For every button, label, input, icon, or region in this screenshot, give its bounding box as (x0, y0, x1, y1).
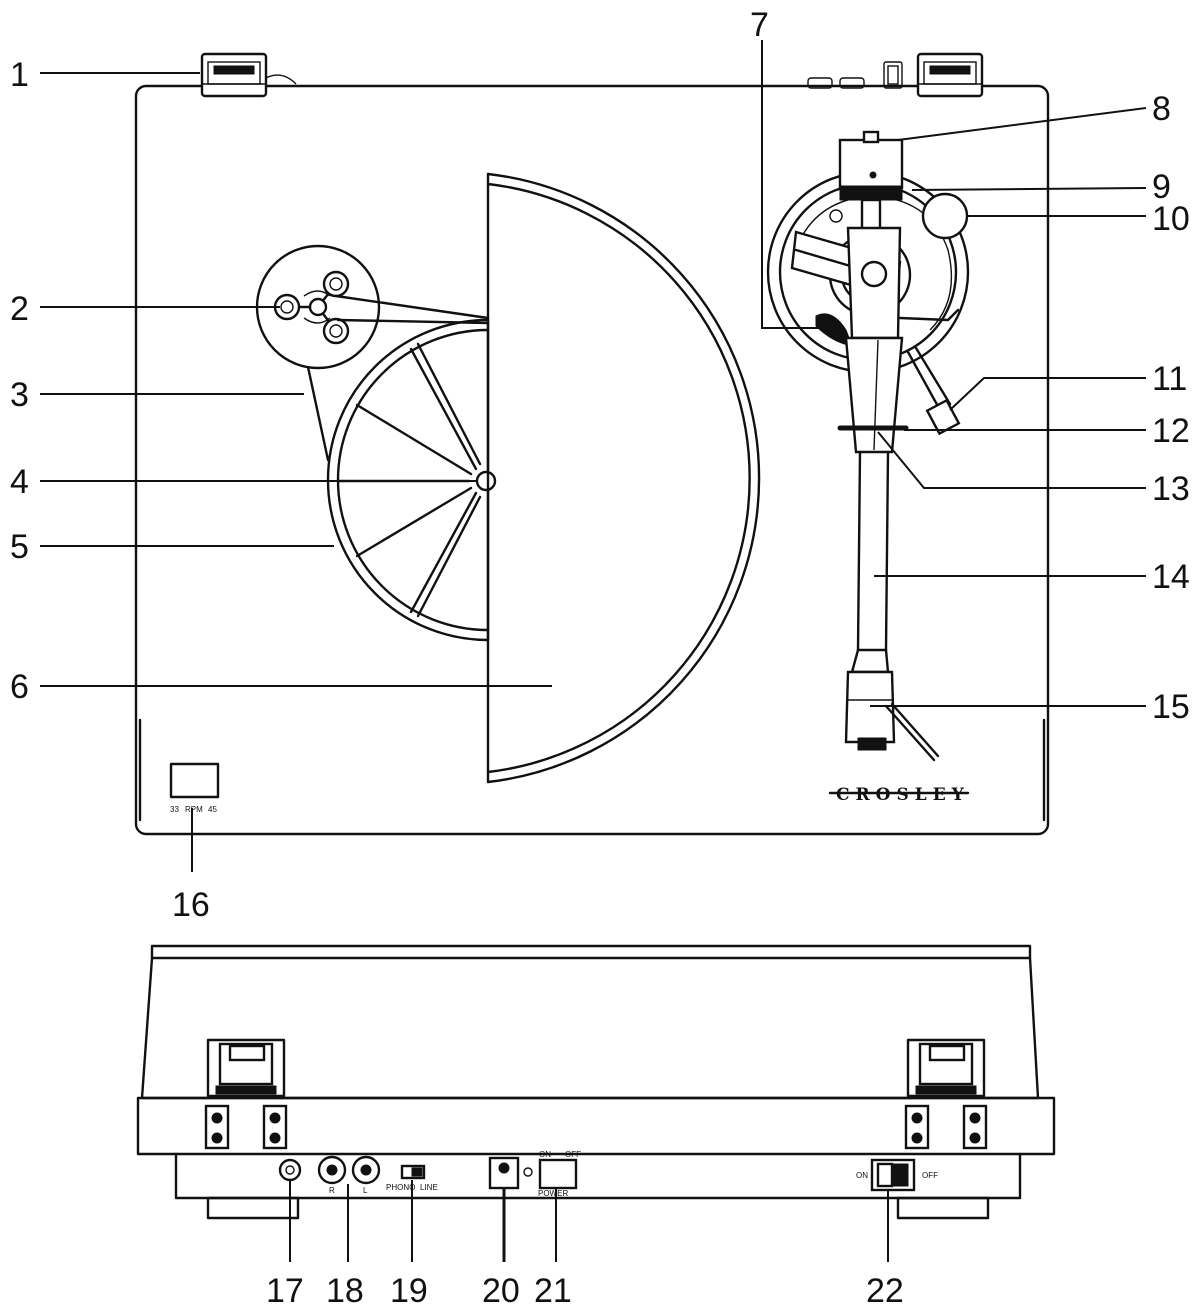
speed-33-label: 33 (170, 805, 179, 814)
hinge-left (200, 52, 297, 98)
speed-rpm-label: RPM (185, 805, 203, 814)
rear-hinge-left (204, 1038, 288, 1150)
callout-4: 4 (10, 463, 29, 501)
spindle (475, 470, 497, 492)
callout-7: 7 (750, 6, 769, 44)
callout-8: 8 (1152, 90, 1171, 128)
power-on-label: ON (539, 1150, 551, 1159)
main-on-label: ON (856, 1171, 868, 1180)
switch21-label: POWER (538, 1189, 568, 1198)
callout-21: 21 (534, 1272, 572, 1310)
rear-hinge-right (904, 1038, 988, 1150)
top-view: 33 RPM 45 CROSLEY (134, 52, 1050, 836)
callout-13: 13 (1152, 470, 1190, 508)
platter-mat (486, 172, 761, 784)
ground-terminal (278, 1158, 302, 1182)
callout-12: 12 (1152, 412, 1190, 450)
callout-6: 6 (10, 668, 29, 706)
speed-selector: 33 RPM 45 (169, 762, 220, 814)
switch-line-label: LINE (420, 1183, 438, 1192)
dust-cover (140, 944, 1040, 1100)
callout-5: 5 (10, 528, 29, 566)
brand-logo: CROSLEY (836, 785, 970, 805)
callout-9: 9 (1152, 168, 1171, 206)
power-off-label: OFF (565, 1150, 581, 1159)
callout-20: 20 (482, 1272, 520, 1310)
platter-cutaway (306, 294, 497, 642)
speed-45-label: 45 (208, 805, 217, 814)
callout-15: 15 (1152, 688, 1190, 726)
callout-11: 11 (1152, 360, 1187, 398)
callout-17: 17 (266, 1272, 304, 1310)
main-off-label: OFF (922, 1171, 938, 1180)
callout-numbers: 1 2 3 4 5 6 7 8 9 10 11 12 13 14 15 16 1… (10, 6, 1190, 1310)
rear-knobs (807, 61, 903, 89)
plinth-top (134, 84, 1050, 836)
hinge-right (916, 52, 984, 98)
callout-18: 18 (326, 1272, 364, 1310)
jack-l-label: L (363, 1186, 368, 1195)
callout-22: 22 (866, 1272, 904, 1310)
callout-16: 16 (172, 886, 210, 924)
rear-view: R L PHONO LINE ON OFF POWER ON OFF (136, 944, 1056, 1220)
callout-19: 19 (390, 1272, 428, 1310)
callout-3: 3 (10, 376, 29, 414)
auto-stop-switch (538, 1158, 578, 1190)
callout-14: 14 (1152, 558, 1190, 596)
adapter-holder (255, 244, 381, 370)
body-rear (136, 1096, 1056, 1156)
switch-phono-label: PHONO (386, 1183, 415, 1192)
jack-r-label: R (329, 1186, 335, 1195)
tonearm-assembly (766, 130, 970, 762)
leader-lines (40, 40, 1147, 1262)
callout-10: 10 (1152, 200, 1190, 238)
callout-1: 1 (10, 56, 29, 94)
callout-2: 2 (10, 290, 29, 328)
